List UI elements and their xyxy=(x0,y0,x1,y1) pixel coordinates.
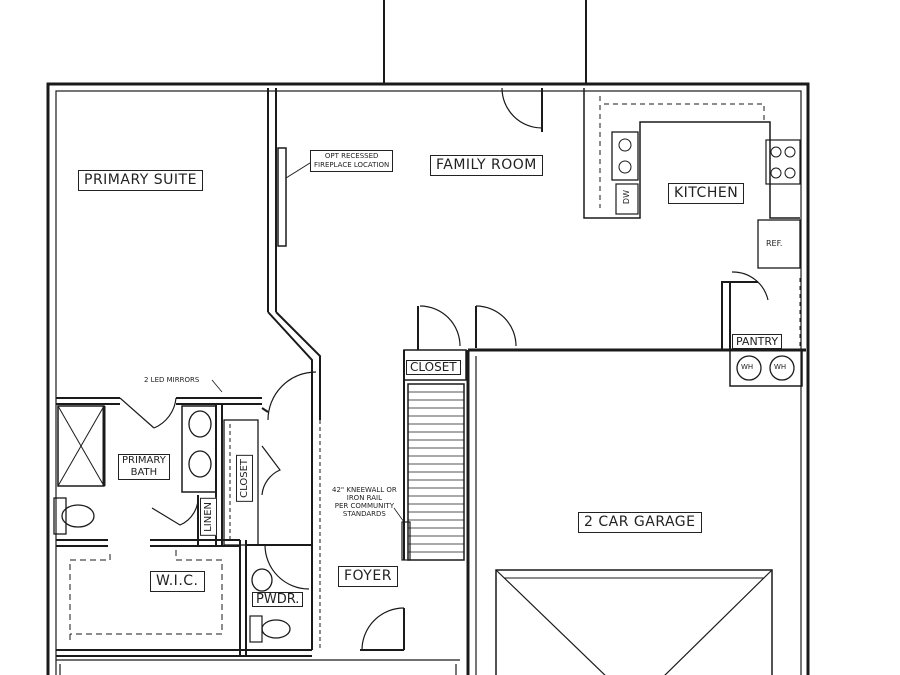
fireplace-note-line2: FIREPLACE LOCATION xyxy=(314,161,390,169)
label-garage: 2 CAR GARAGE xyxy=(578,512,702,533)
exterior-wall xyxy=(46,82,810,675)
label-wic: W.I.C. xyxy=(150,571,205,592)
label-primary-bath: PRIMARY BATH xyxy=(118,454,170,480)
label-fireplace-note: OPT RECESSED FIREPLACE LOCATION xyxy=(310,150,394,172)
kneewall-line3: PER COMMUNITY xyxy=(334,502,394,510)
kitchen-counter xyxy=(583,88,800,219)
note-led-mirrors: 2 LED MIRRORS xyxy=(144,376,200,384)
front-door-swing xyxy=(361,607,405,651)
refrigerator xyxy=(757,219,801,269)
water-heater-2 xyxy=(769,355,795,381)
fireplace-recess xyxy=(277,147,287,247)
label-linen: LINEN xyxy=(200,498,217,536)
label-closet-vertical: CLOSET xyxy=(236,455,253,502)
water-heater-1 xyxy=(736,355,762,381)
label-ref: REF. xyxy=(766,239,783,248)
label-closet: CLOSET xyxy=(406,360,461,375)
label-primary-bath-line1: PRIMARY xyxy=(122,455,166,466)
range xyxy=(765,139,801,185)
note-kneewall: 42" KNEEWALL OR IRON RAIL PER COMMUNITY … xyxy=(332,486,397,518)
toilet-tank xyxy=(53,497,67,535)
garage-door-outline xyxy=(495,569,773,675)
pantry-wall xyxy=(721,281,758,350)
dishwasher xyxy=(615,183,639,215)
label-wic-text: W.I.C. xyxy=(156,573,199,589)
label-primary-bath-line2: BATH xyxy=(130,467,158,478)
toilet-bowl xyxy=(61,504,95,528)
label-pwdr: PWDR. xyxy=(252,592,304,607)
kneewall-line4: STANDARDS xyxy=(342,510,386,518)
kitchen-sink xyxy=(611,131,639,181)
vanity xyxy=(181,405,217,493)
label-pantry: PANTRY xyxy=(732,334,783,349)
label-primary-suite: PRIMARY SUITE xyxy=(78,170,203,191)
label-family-room: FAMILY ROOM xyxy=(430,155,543,176)
kneewall-line1: 42" KNEEWALL OR xyxy=(332,486,397,494)
fireplace-note-line1: OPT RECESSED xyxy=(324,152,379,160)
label-dw: DW xyxy=(622,190,631,205)
kneewall-line2: IRON RAIL xyxy=(346,494,382,502)
label-wh-1: WH xyxy=(741,363,754,371)
family-room-door-swing xyxy=(501,87,543,129)
label-kitchen: KITCHEN xyxy=(668,183,745,204)
label-foyer: FOYER xyxy=(338,566,398,587)
label-wh-2: WH xyxy=(774,363,787,371)
